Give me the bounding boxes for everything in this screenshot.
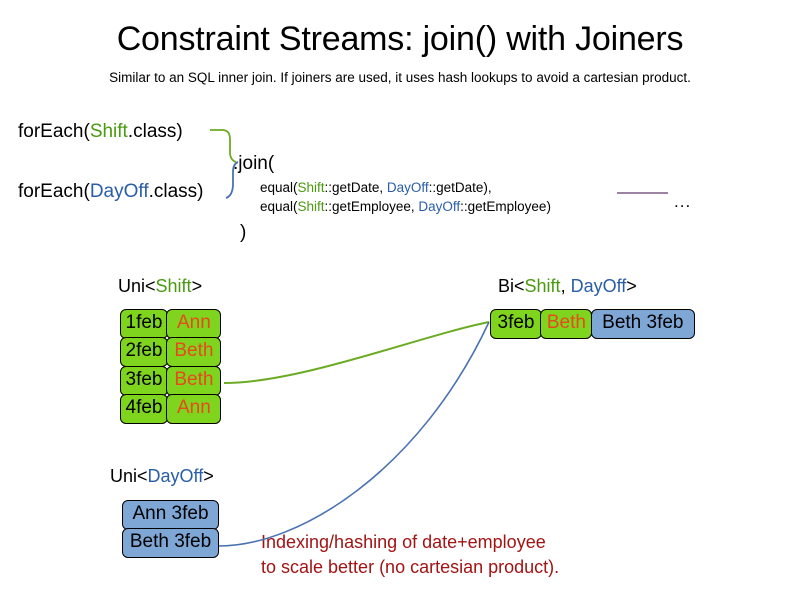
cell-name: Ann xyxy=(166,309,222,339)
code-joiner-date: equal(Shift::getDate, DayOff::getDate), xyxy=(260,180,492,195)
annotation-line-2: to scale better (no cartesian product). xyxy=(261,557,560,577)
foreach-shift-prefix: forEach( xyxy=(18,121,90,142)
cell-dayoff-pair: Beth 3feb xyxy=(590,309,695,339)
label-uni-shift: Uni<Shift> xyxy=(118,276,202,297)
cell-name: Beth xyxy=(540,309,593,339)
code-join-close: ) xyxy=(240,222,247,243)
table-row[interactable]: 3feb Beth xyxy=(120,365,222,396)
foreach-shift-type: Shift xyxy=(89,121,128,142)
joiner-date-sep: , xyxy=(379,180,387,195)
code-join-open: .join( xyxy=(233,153,275,174)
cell-date: 4feb xyxy=(120,394,168,425)
code-joiner-employee: equal(Shift::getEmployee, DayOff::getEmp… xyxy=(260,199,551,214)
joiner-employee-left-method: ::getEmployee xyxy=(324,199,411,214)
joiner-employee-left-type: Shift xyxy=(297,199,325,214)
code-foreach-shift: forEach(Shift.class) xyxy=(18,121,183,143)
table-row[interactable]: 4feb Ann xyxy=(120,394,222,425)
cell-date: 3feb xyxy=(490,309,542,339)
label-bi-sep: , xyxy=(560,276,571,296)
label-uni-dayoff-type: DayOff xyxy=(147,466,204,486)
label-bi-suffix: > xyxy=(626,276,637,296)
joiner-date-right-method: ::getDate xyxy=(428,180,484,195)
cell-date: 3feb xyxy=(120,365,168,396)
label-bi-shift-dayoff: Bi<Shift, DayOff> xyxy=(498,276,637,297)
cell-dayoff-pair: Beth 3feb xyxy=(122,528,219,559)
joiner-date-fn: equal( xyxy=(260,180,298,195)
wire-dayoff-to-bi xyxy=(218,321,490,547)
cell-date: 1feb xyxy=(120,309,168,339)
cell-name: Ann xyxy=(166,394,222,425)
label-uni-shift-type: Shift xyxy=(155,276,192,296)
ellipsis-text: ... xyxy=(674,192,692,211)
page-title: Constraint Streams: join() with Joiners xyxy=(116,20,684,58)
joiner-date-right-type: DayOff xyxy=(386,180,429,195)
table-row[interactable]: Beth 3feb xyxy=(122,528,219,559)
joiner-employee-right-type: DayOff xyxy=(418,199,461,214)
wire-shift-to-bi xyxy=(223,321,490,384)
label-bi-prefix: Bi< xyxy=(498,276,525,296)
foreach-shift-suffix: .class) xyxy=(127,121,183,142)
label-bi-type-a: Shift xyxy=(524,276,561,296)
joiner-employee-fn: equal( xyxy=(260,199,298,214)
annotation-line-1: Indexing/hashing of date+employee xyxy=(261,532,546,552)
cell-name: Beth xyxy=(166,365,222,396)
joiner-employee-sep: , xyxy=(410,199,419,214)
joiner-date-tail: ), xyxy=(483,180,492,195)
joiner-employee-right-method: ::getEmployee xyxy=(460,199,547,214)
joiner-employee-tail: ) xyxy=(546,199,551,214)
label-uni-dayoff: Uni<DayOff> xyxy=(110,466,214,487)
label-uni-shift-prefix: Uni< xyxy=(118,276,156,296)
uni-dayoff-fact-list: Ann 3feb Beth 3feb xyxy=(122,500,219,559)
label-uni-dayoff-prefix: Uni< xyxy=(110,466,148,486)
label-uni-shift-suffix: > xyxy=(191,276,203,296)
cell-date: 2feb xyxy=(120,337,168,368)
foreach-dayoff-prefix: forEach( xyxy=(18,181,90,202)
page-subtitle: Similar to an SQL inner join. If joiners… xyxy=(109,70,691,85)
cell-dayoff-pair: Ann 3feb xyxy=(122,500,219,530)
joiner-date-left-type: Shift xyxy=(297,180,325,195)
cell-name: Beth xyxy=(166,337,222,368)
label-bi-type-b: DayOff xyxy=(570,276,627,296)
table-row[interactable]: 1feb Ann xyxy=(120,309,222,339)
table-row[interactable]: Ann 3feb xyxy=(122,500,219,530)
joiner-date-left-method: ::getDate xyxy=(324,180,380,195)
label-uni-dayoff-suffix: > xyxy=(203,466,214,486)
table-row[interactable]: 2feb Beth xyxy=(120,337,222,368)
annotation-text: Indexing/hashing of date+employee to sca… xyxy=(261,530,559,580)
uni-shift-fact-list: 1feb Ann 2feb Beth 3feb Beth 4feb Ann xyxy=(120,309,222,425)
code-foreach-dayoff: forEach(DayOff.class) xyxy=(18,181,204,203)
foreach-dayoff-suffix: .class) xyxy=(148,181,204,202)
bi-fact-row[interactable]: 3feb Beth Beth 3feb xyxy=(490,309,695,339)
foreach-dayoff-type: DayOff xyxy=(89,181,149,202)
